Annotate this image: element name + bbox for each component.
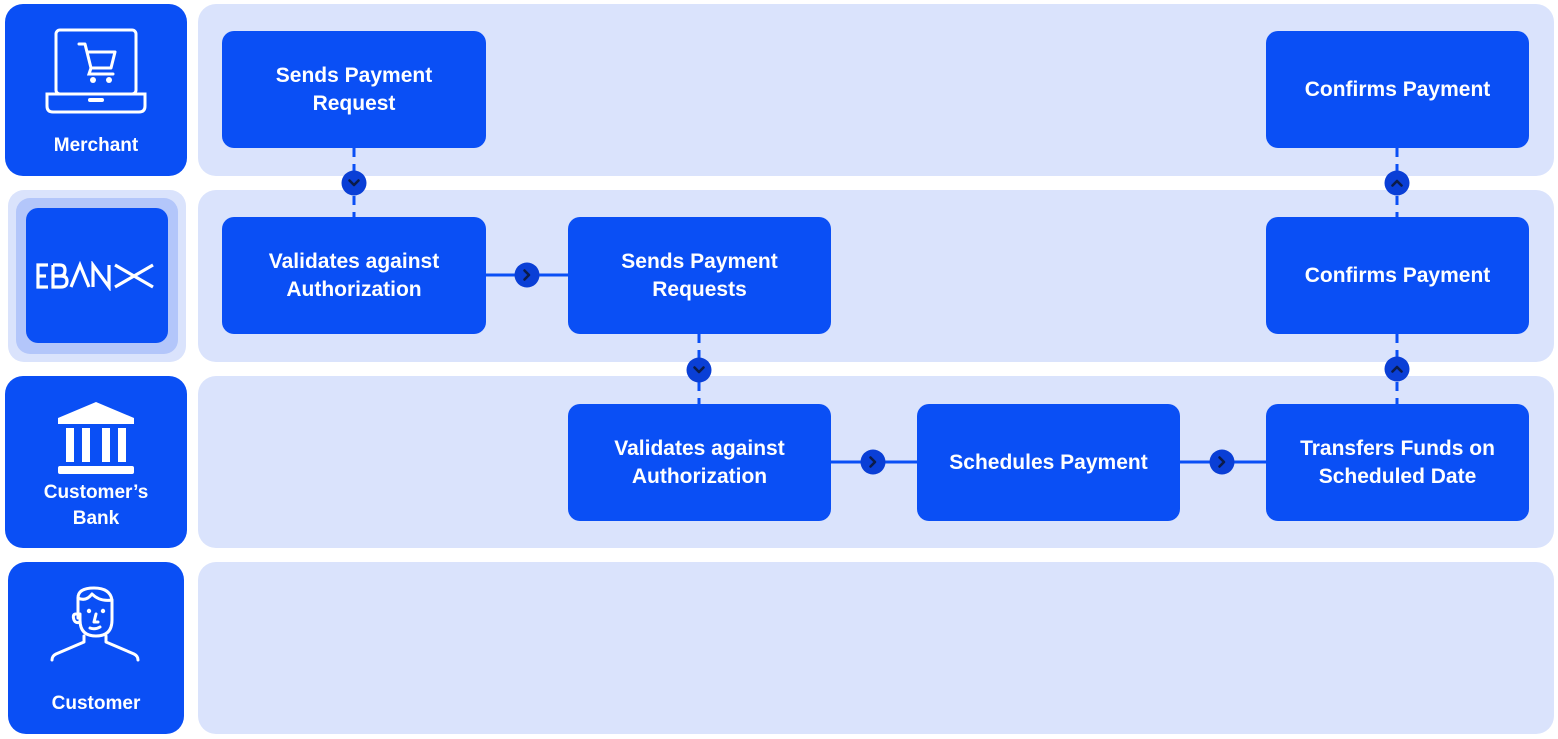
actor-bank-label-line1: Customer’s [43,482,149,503]
step-ebanx-confirms-payment: Confirms Payment [1266,217,1529,334]
step-text-line2: Request [312,91,396,115]
arrow-right-icon [514,262,540,288]
arrow-down-icon [686,357,712,383]
step-text-line1: Validates against [268,249,440,273]
arrow-right-icon [1209,449,1235,475]
step-text-line2: Authorization [631,464,768,488]
actor-ebanx [8,190,186,362]
step-text-line1: Sends Payment [621,249,778,273]
actor-bank-label-line2: Bank [72,508,120,529]
step-text-line2: Requests [652,277,747,301]
actor-customer-label: Customer [51,693,141,714]
ebanx-logo-box [26,208,168,343]
bank-building-icon [58,402,134,474]
person-icon [50,586,140,662]
arrow-up-icon [1384,170,1410,196]
step-text-line2: Authorization [286,277,422,301]
lane-customer [198,562,1554,734]
arrow-right-icon [860,449,886,475]
ebanx-logo [36,261,154,291]
arrow-up-icon [1384,356,1410,382]
step-bank-schedules-payment: Schedules Payment [917,404,1180,521]
arrow-down-icon [341,170,367,196]
actor-customers-bank: Customer’s Bank [5,376,187,548]
step-text-line1: Confirms Payment [1304,263,1491,287]
step-text-line2: Scheduled Date [1318,464,1477,488]
step-text-line1: Schedules Payment [949,450,1148,474]
actor-merchant: Merchant [5,4,187,176]
step-text-line1: Confirms Payment [1304,77,1491,101]
actor-customer: Customer [8,562,184,734]
step-bank-transfers-funds: Transfers Funds on Scheduled Date [1266,404,1529,521]
step-text-line1: Sends Payment [275,63,433,87]
step-merchant-confirms-payment: Confirms Payment [1266,31,1529,148]
step-text-line1: Transfers Funds on [1300,436,1495,460]
actor-merchant-label: Merchant [53,135,139,156]
laptop-cart-icon [45,28,147,114]
step-text-line1: Validates against [614,436,785,460]
